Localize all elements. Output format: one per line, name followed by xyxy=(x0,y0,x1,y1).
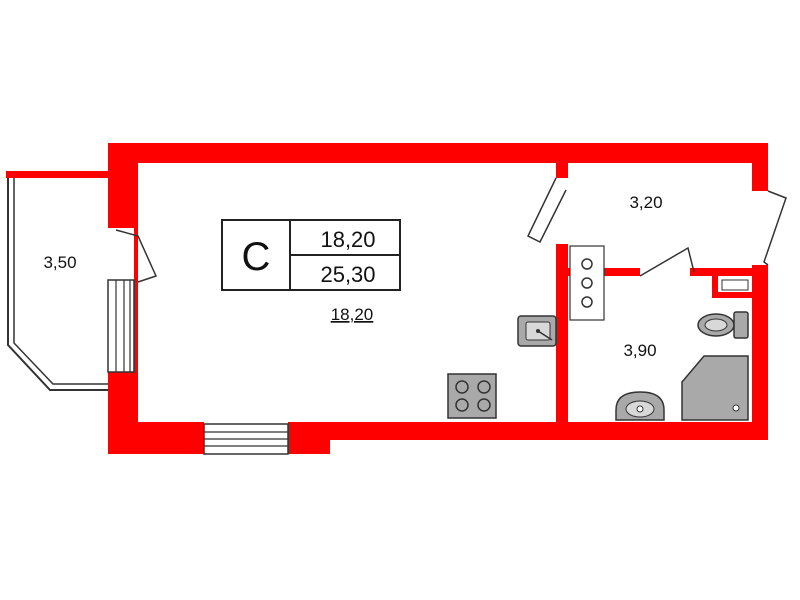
vent-shaft-wall-left xyxy=(712,276,718,298)
apartment-legend: С 18,20 25,30 xyxy=(221,219,401,291)
bottom-wall-left xyxy=(108,422,204,454)
partition-lower xyxy=(556,244,568,440)
right-wall-upper xyxy=(752,143,768,191)
partition-upper xyxy=(556,143,568,178)
main-room-area-label: 18,20 xyxy=(331,305,374,324)
toilet-icon xyxy=(697,311,749,339)
bottom-wall xyxy=(288,422,768,440)
balcony-top-wall xyxy=(6,171,110,178)
apartment-type-letter: С xyxy=(242,235,271,279)
window-icon xyxy=(203,423,289,455)
total-area-value: 25,30 xyxy=(320,262,375,287)
corridor-area-label: 3,20 xyxy=(629,193,662,212)
sink-icon xyxy=(517,315,557,347)
bathroom-sink-icon xyxy=(615,391,665,421)
shower-icon xyxy=(681,355,749,421)
balcony-door-icon xyxy=(107,229,158,373)
door-icon xyxy=(527,177,787,277)
vent-shaft-wall-bottom xyxy=(712,292,752,298)
bathroom-area-label: 3,90 xyxy=(623,341,656,360)
left-wall-thin xyxy=(134,228,138,372)
left-wall-upper-pier xyxy=(108,143,138,228)
stove-icon xyxy=(447,373,497,419)
right-wall-lower xyxy=(752,265,768,440)
balcony-area-label: 3,50 xyxy=(43,253,76,272)
living-area-value: 18,20 xyxy=(320,227,375,252)
balcony xyxy=(6,171,110,391)
bathroom-top-wall-right xyxy=(690,268,752,276)
ventilation-icon xyxy=(721,279,749,291)
riser-column xyxy=(569,245,605,321)
top-wall xyxy=(108,143,768,163)
outer-walls xyxy=(108,143,768,454)
